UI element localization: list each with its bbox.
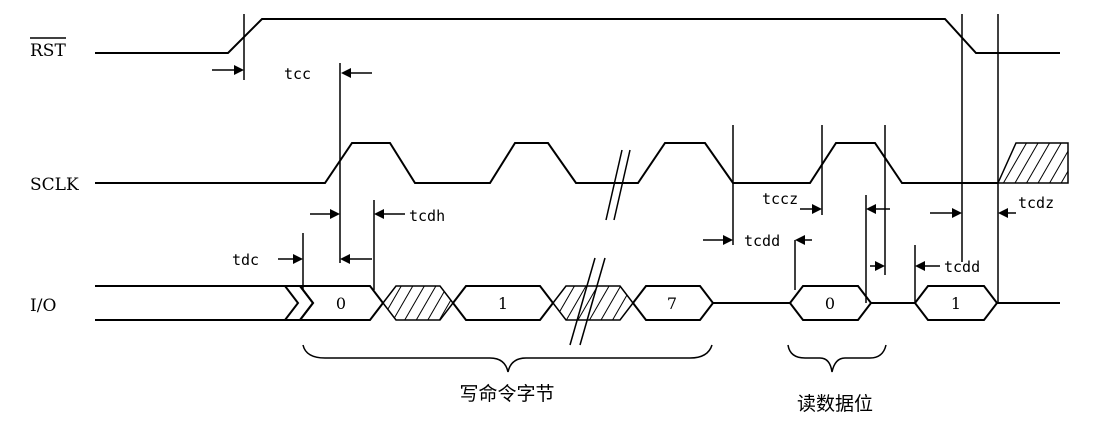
write-bit-0: 0 [336, 294, 346, 313]
write-bit-7: 7 [667, 294, 677, 313]
read-bit-0: 0 [825, 294, 835, 313]
rst-label: RST [30, 41, 66, 61]
tdc-label: tdc [232, 251, 259, 269]
write-cmd-brace [302, 344, 713, 373]
sclk-break-mark [605, 149, 631, 221]
reference-lines [243, 14, 999, 303]
read-data-brace [787, 344, 887, 373]
write-bit-1: 1 [498, 294, 508, 313]
sclk-undefined-region [996, 142, 1069, 184]
io-break-mark [569, 257, 606, 346]
rst-waveform [95, 18, 1060, 54]
sclk-label: SCLK [30, 175, 79, 195]
tcc-label: tcc [284, 65, 311, 83]
read-bit-1: 1 [951, 294, 961, 313]
read-data-caption: 读数据位 [797, 393, 873, 415]
tccz-label: tccz [762, 190, 798, 208]
tcdz-label: tcdz [1018, 194, 1054, 212]
tcdd-left-label: tcdd [744, 232, 780, 250]
io-waveform [95, 285, 1060, 321]
tcdh-label: tcdh [409, 207, 445, 225]
timing-arrows [212, 65, 1016, 271]
write-cmd-caption: 写命令字节 [459, 383, 554, 405]
tcdd-right-label: tcdd [944, 258, 980, 276]
sclk-waveform [95, 142, 998, 184]
io-label: I/O [30, 296, 56, 316]
